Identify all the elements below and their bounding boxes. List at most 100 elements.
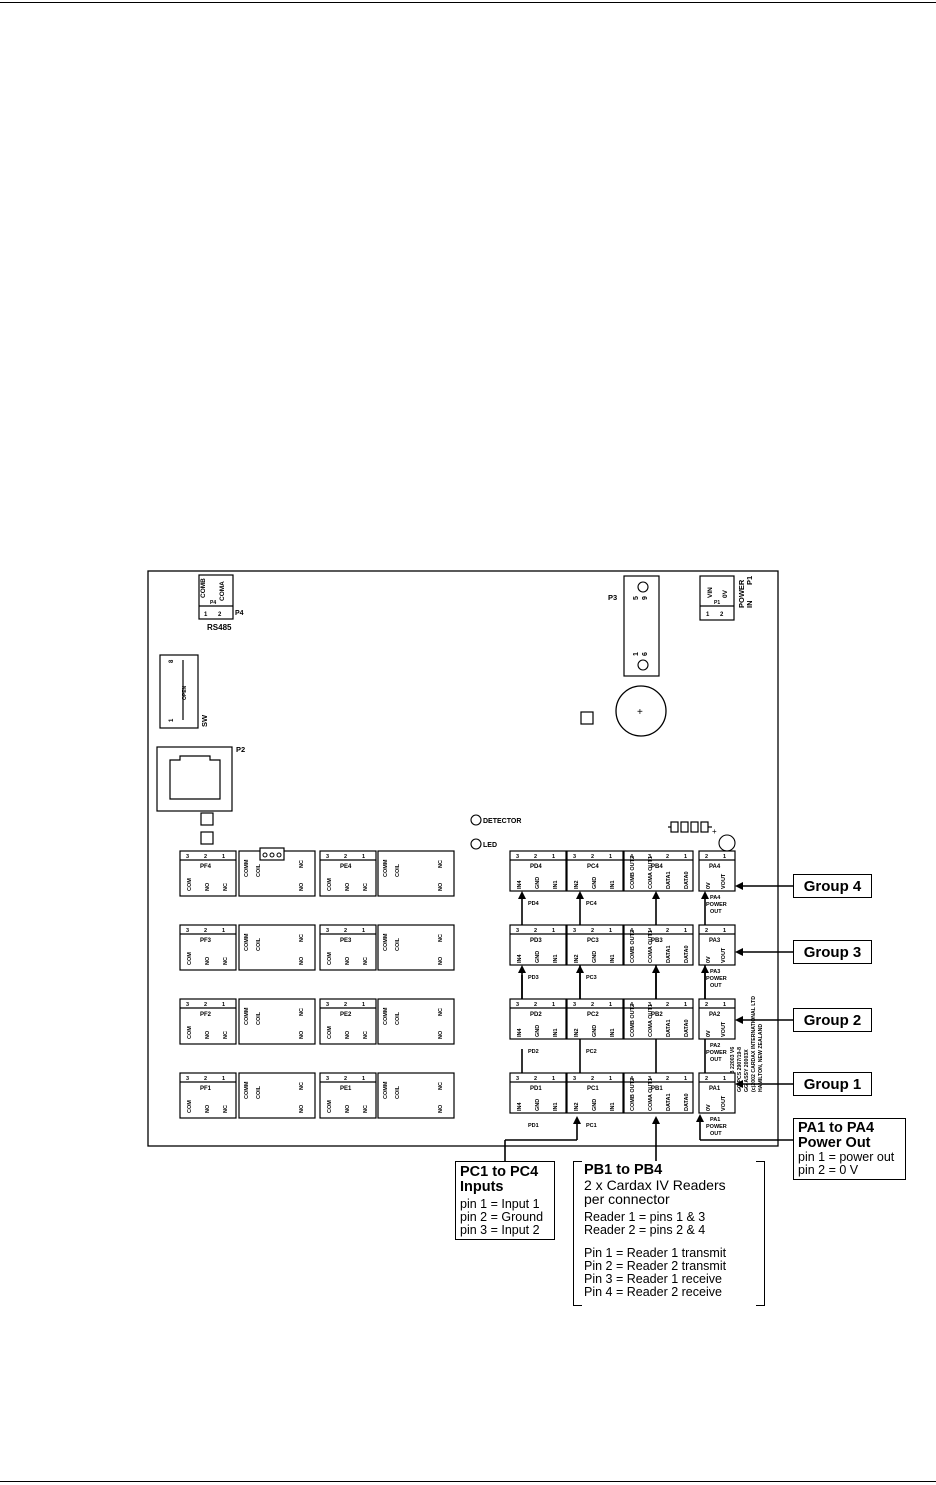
caption-pc2: PC2 (586, 1049, 597, 1055)
connector-pb2-inner-ref: PB2 (651, 1012, 663, 1018)
connector-pb2-label-1: COMB OUT2 (630, 1004, 636, 1037)
terminal-pe1-label-no: NO (345, 1104, 351, 1113)
pc-note-title-1: PC1 to PC4 (460, 1164, 539, 1180)
relay-pe1-label-comm: COMM (383, 1081, 389, 1099)
board-credit-line-4: (c)2002 CARDAX INTERNATIONAL LTD (751, 996, 757, 1092)
p1-label-0v: 0V (722, 589, 729, 598)
terminal-pf4-pin-3: 3 (186, 854, 189, 860)
relay-pf2-label-nc: NC (299, 1008, 305, 1016)
caption-pc4: PC4 (586, 901, 598, 907)
connector-pd2-label-2: GND (535, 1025, 541, 1037)
terminal-pe2-ref: PE2 (340, 1012, 352, 1018)
relay-pe1-coil-block (377, 1072, 455, 1119)
relay-pf4-label-comm: COMM (244, 859, 250, 877)
caption-pa1-out: OUT (710, 1131, 722, 1137)
coil-header-pin-2 (269, 852, 275, 858)
terminal-pe1-block (319, 1072, 377, 1119)
terminal-pe2-label-no: NO (345, 1030, 351, 1039)
relay-pe3-label-coil: COIL (395, 937, 401, 951)
connector-pc4-label-3: IN1 (610, 880, 616, 889)
relay-pf2-label-comm: COMM (244, 1007, 250, 1025)
relay-pf3-coil-block (238, 924, 316, 971)
terminal-pf4-pin-1: 1 (222, 854, 225, 860)
connector-pc2-pin-2: 2 (591, 1002, 594, 1008)
connector-pd4-pin-1: 1 (552, 854, 555, 860)
coil-header-pin-1 (262, 852, 268, 858)
relay-pf3-label-comm: COMM (244, 933, 250, 951)
p3-pin-6: 6 (642, 652, 649, 656)
terminal-pf4-label-nc: NC (223, 883, 229, 891)
terminal-pe4-label-no: NO (345, 882, 351, 891)
p4-connector (198, 574, 234, 620)
connector-pc2-block (566, 998, 624, 1040)
connector-pa3-block (698, 924, 736, 966)
connector-pb2-pin-1: 1 (684, 1002, 687, 1008)
bottom-rule (0, 1481, 936, 1482)
relay-pf3-label-nc: NC (299, 934, 305, 942)
connector-pd3-label-1: IN4 (517, 954, 523, 964)
group-3-label: Group 3 (793, 940, 872, 964)
terminal-pe3-label-nc: NC (363, 957, 369, 965)
terminal-pf1-pin-1: 1 (222, 1076, 225, 1082)
pa-note-line-1: pin 1 = power out (798, 1150, 895, 1164)
relay-pf2-coil-block (238, 998, 316, 1045)
relay-pe3-coil-block (377, 924, 455, 971)
terminal-pe1-pin-3: 3 (326, 1076, 329, 1082)
connector-pd3-block (509, 924, 567, 966)
connector-pc1-pin-1: 1 (609, 1076, 612, 1082)
terminal-pf3-label-no: NO (205, 956, 211, 965)
relay-pf1-label-no: NO (299, 1104, 305, 1113)
relay-pf2-label-no: NO (299, 1030, 305, 1039)
relay-pf3-label-no: NO (299, 956, 305, 965)
connector-pd4-pin-2: 2 (534, 854, 537, 860)
connector-pd2-block (509, 998, 567, 1040)
connector-pc1-label-3: IN1 (610, 1102, 616, 1111)
connector-pd1-block (509, 1072, 567, 1114)
connector-pb2-block (623, 998, 694, 1040)
caption-pa3: PA3 (710, 969, 720, 975)
connector-pa3-label-1: 0V (706, 956, 712, 963)
connector-pc1-label-2: GND (592, 1099, 598, 1111)
connector-pb1-label-4: DATA0 (684, 1093, 690, 1111)
connector-pc4-label-2: GND (592, 877, 598, 889)
terminal-pf1-pin-3: 3 (186, 1076, 189, 1082)
connector-pb1-pin-1: 1 (684, 1076, 687, 1082)
terminal-pf3-ref: PF3 (200, 938, 212, 944)
connector-pc3-label-3: IN1 (610, 954, 616, 963)
terminal-pf3-pin-2: 2 (204, 928, 207, 934)
terminal-pf1-block (179, 1072, 237, 1119)
connector-pc3-pin-3: 3 (573, 928, 576, 934)
relay-pe4-label-coil: COIL (395, 863, 401, 877)
caption-pc1: PC1 (586, 1123, 597, 1129)
connector-pa1-inner-ref: PA1 (709, 1086, 721, 1092)
pb-note-subtitle-2: per connector (584, 1191, 670, 1207)
dip-switch (159, 654, 199, 729)
connector-pb1-pin-4: 4 (630, 1076, 634, 1082)
group-1-arrow-head (735, 1080, 743, 1088)
resistor-3 (690, 821, 699, 833)
relay-pe2-coil-block (377, 998, 455, 1045)
caption-pd4: PD4 (528, 901, 540, 907)
terminal-pf1-label-nc: NC (223, 1105, 229, 1113)
terminal-pe3-block (319, 924, 377, 971)
pc-note-title-2: Inputs (460, 1179, 504, 1195)
connector-pb3-inner-ref: PB3 (651, 938, 663, 944)
connector-pc2-label-2: GND (592, 1025, 598, 1037)
sw-pin-8: 8 (169, 659, 175, 663)
connector-pb3-pin-4: 4 (630, 928, 634, 934)
status-led (470, 838, 482, 850)
relay-pe3-label-no: NO (438, 956, 444, 965)
pa-arrow-1-head (701, 891, 709, 899)
terminal-pf3-pin-3: 3 (186, 928, 189, 934)
connector-pd3-pin-3: 3 (516, 928, 519, 934)
connector-pd3-label-2: GND (535, 951, 541, 963)
connector-pa3-label-2: VOUT (721, 947, 727, 963)
connector-pc3-block (566, 924, 624, 966)
pa-note-title-1: PA1 to PA4 (798, 1120, 875, 1136)
connector-pb3-label-4: DATA0 (684, 945, 690, 963)
p3-pin-1: 1 (633, 652, 640, 656)
capacitor (718, 834, 736, 852)
connector-pc4-block (566, 850, 624, 892)
relay-pe3-label-comm: COMM (383, 933, 389, 951)
connector-pb3-pin-1: 1 (684, 928, 687, 934)
